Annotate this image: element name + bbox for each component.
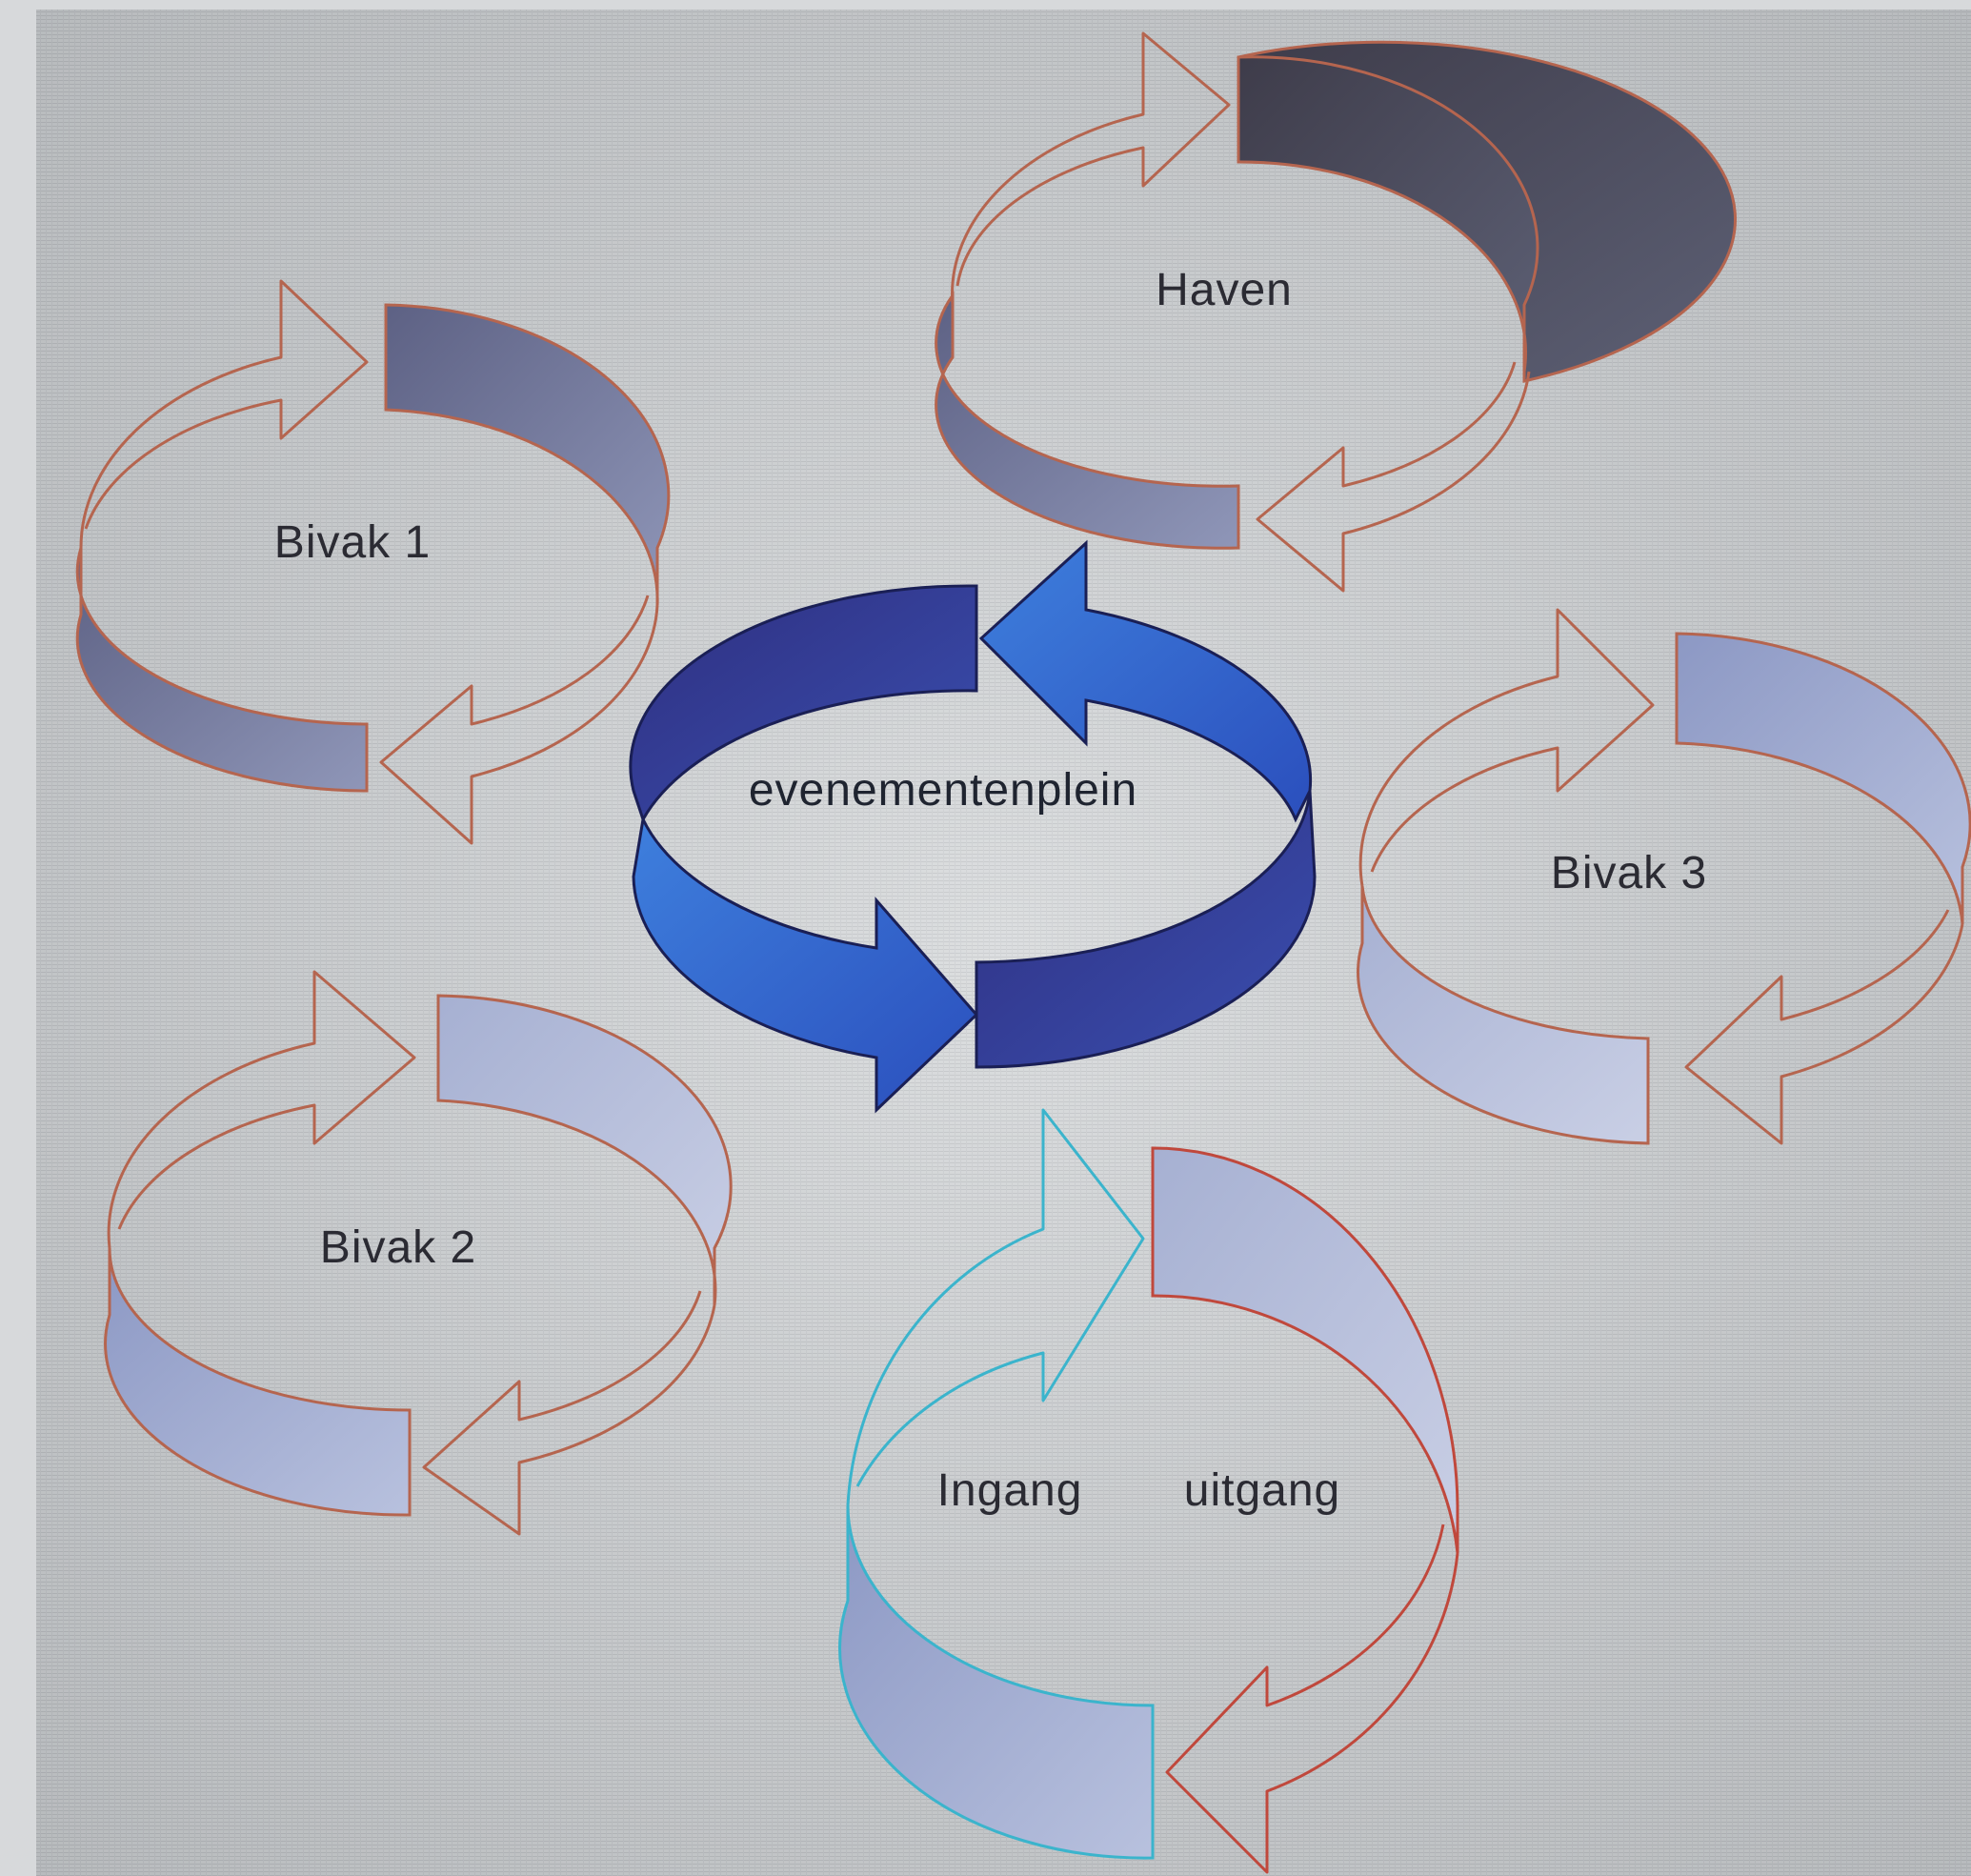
evenementenplein-cycle-icon [629, 539, 1317, 1114]
evenementenplein-label: evenementenplein [749, 765, 1137, 816]
uitgang-label: uitgang [1184, 1465, 1340, 1516]
ingang-label: Ingang [937, 1465, 1083, 1516]
bivak2-cycle: Bivak 2 [104, 970, 733, 1536]
bivak1-label: Bivak 1 [274, 517, 431, 568]
evenementenplein-cycle: evenementenplein [629, 539, 1317, 1114]
ingang-uitgang-cycle: Ingang uitgang [838, 1108, 1459, 1874]
bivak1-cycle-icon [75, 279, 671, 845]
bivak3-cycle-icon [1357, 608, 1971, 1145]
bivak3-label: Bivak 3 [1551, 848, 1707, 898]
bivak3-cycle: Bivak 3 [1357, 608, 1971, 1145]
ingang-uitgang-cycle-icon [838, 1108, 1459, 1874]
bivak2-cycle-icon [104, 970, 733, 1536]
haven-cycle-icon [935, 31, 1738, 593]
bivak2-label: Bivak 2 [320, 1222, 476, 1273]
bivak1-cycle: Bivak 1 [75, 279, 671, 845]
haven-label: Haven [1156, 265, 1293, 315]
haven-cycle: Haven [935, 31, 1738, 593]
